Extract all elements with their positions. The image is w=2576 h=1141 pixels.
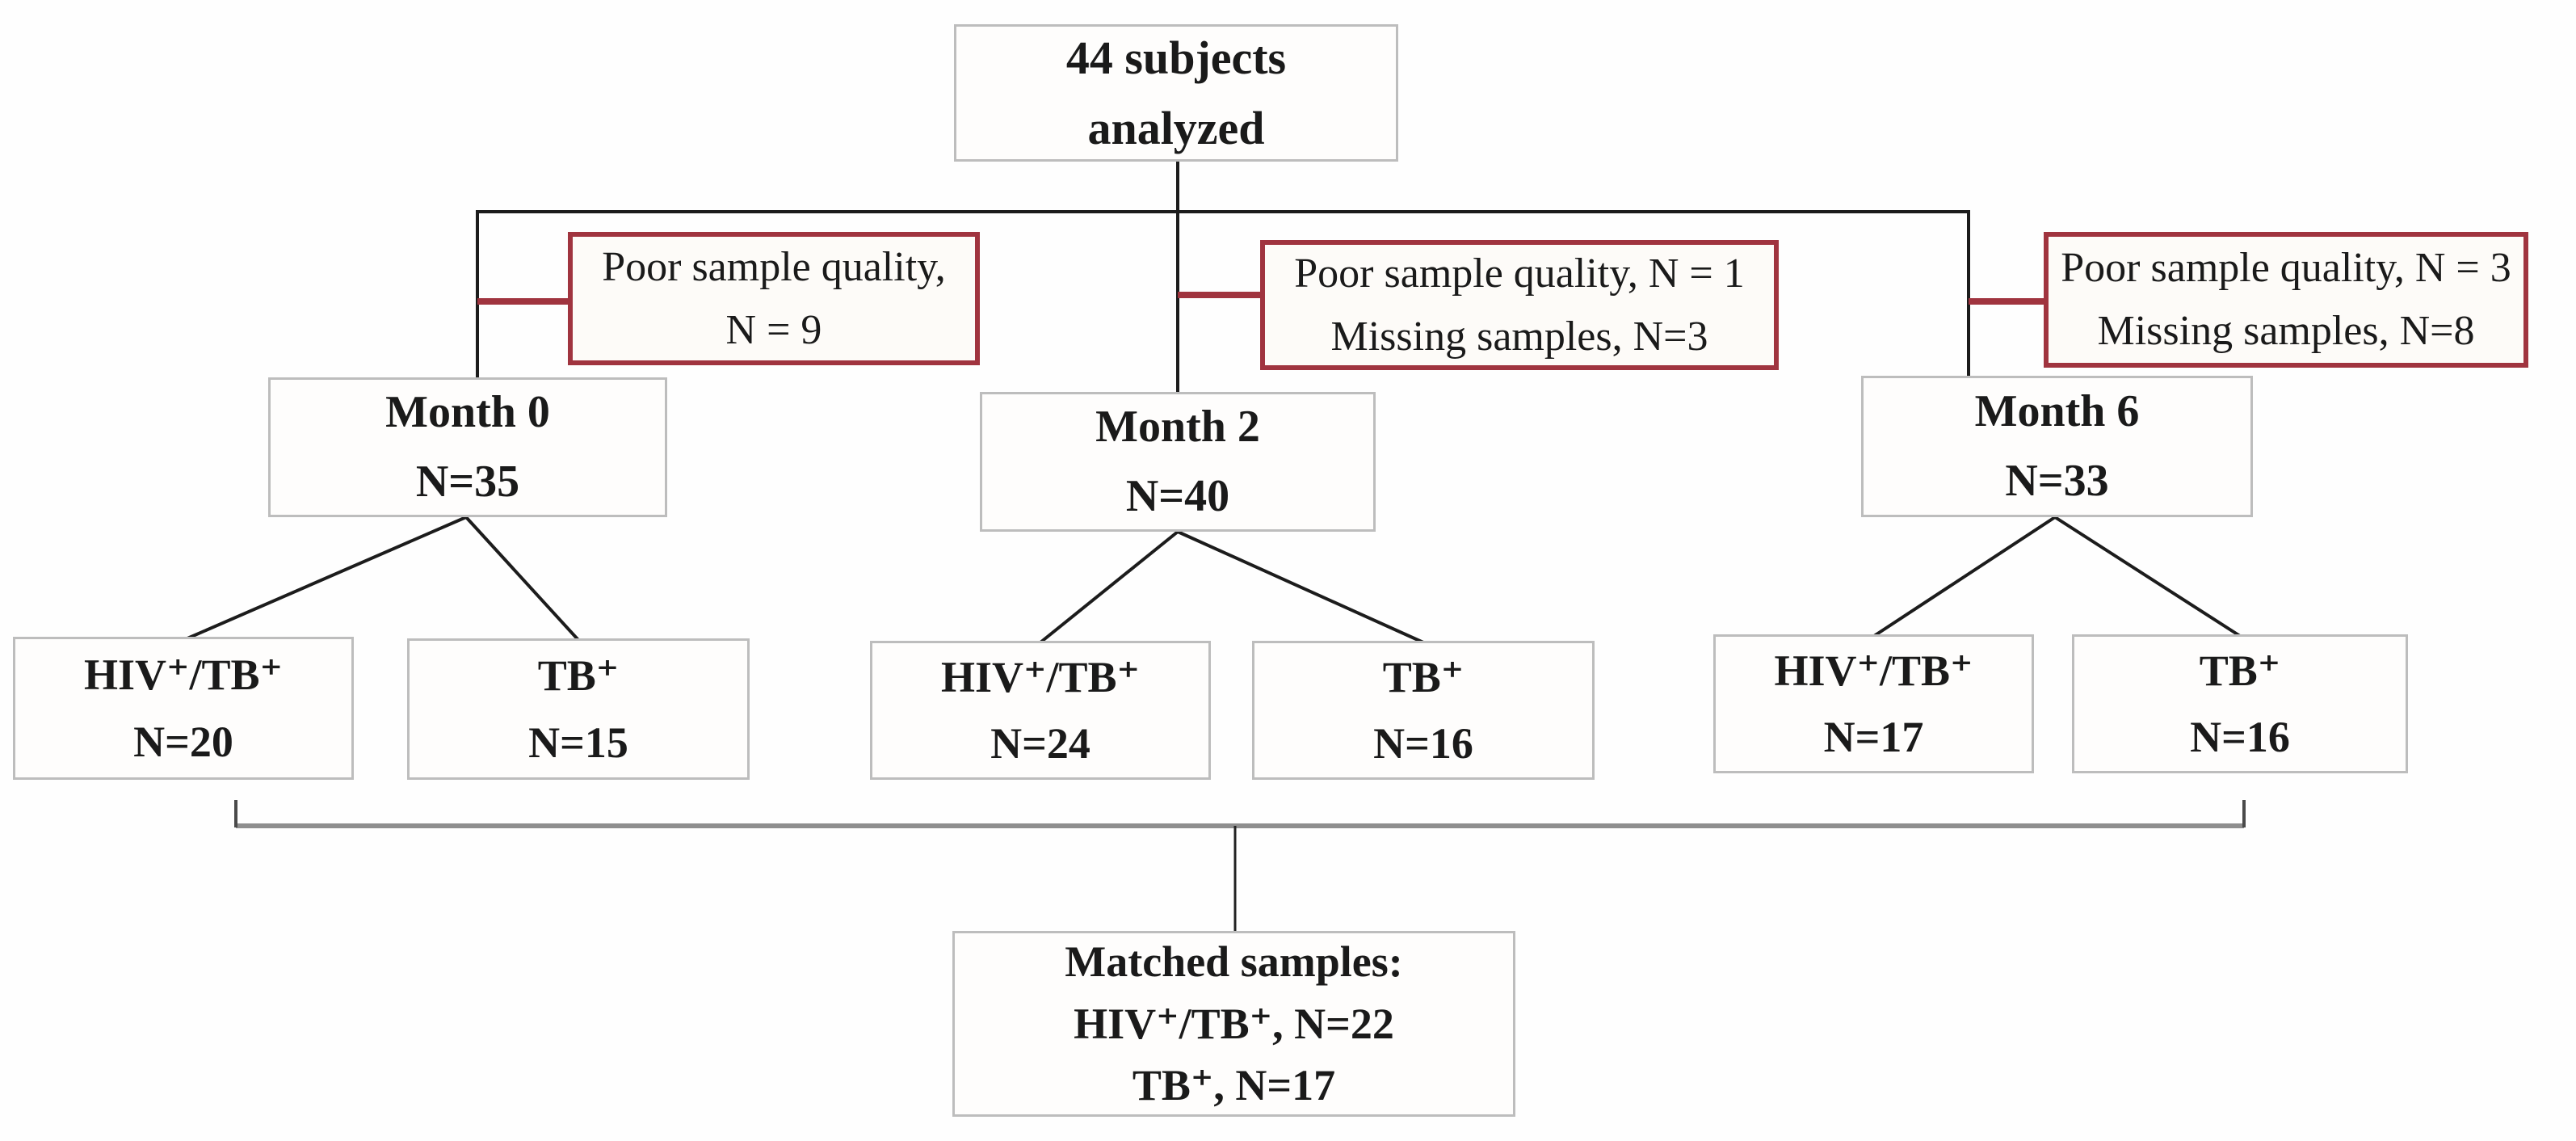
month2-tb-box: TB⁺ N=16 xyxy=(1252,641,1595,780)
month6-hivtb-box: HIV⁺/TB⁺ N=17 xyxy=(1713,634,2034,773)
exclusion-box-month0: Poor sample quality, N = 9 xyxy=(568,232,980,365)
exclusion-month2-line1: Poor sample quality, N = 1 xyxy=(1294,250,1745,297)
month2-tb-line1: TB⁺ xyxy=(1382,652,1464,701)
exclusion-month0-line1: Poor sample quality, xyxy=(602,243,946,290)
month6-box: Month 6 N=33 xyxy=(1861,376,2253,517)
month0-tb-box: TB⁺ N=15 xyxy=(407,638,750,780)
matched-samples-line1: Matched samples: xyxy=(1065,937,1403,986)
month6-tb-box: TB⁺ N=16 xyxy=(2072,634,2408,773)
exclusion-month6-line2: Missing samples, N=8 xyxy=(2097,308,2475,354)
month2-hivtb-line2: N=24 xyxy=(990,719,1090,768)
exclusion-month0-line2: N = 9 xyxy=(725,306,822,353)
month0-hivtb-box: HIV⁺/TB⁺ N=20 xyxy=(13,637,354,780)
month6-tb-line2: N=16 xyxy=(2190,713,2290,761)
total-subjects-box: 44 subjects analyzed xyxy=(954,24,1398,162)
month0-hivtb-line1: HIV⁺/TB⁺ xyxy=(83,650,284,700)
month6-line1: Month 6 xyxy=(1974,386,2140,437)
month6-line2: N=33 xyxy=(2005,455,2109,506)
month0-hivtb-line2: N=20 xyxy=(133,717,233,766)
month2-box: Month 2 N=40 xyxy=(980,392,1376,532)
month2-line1: Month 2 xyxy=(1095,402,1260,453)
month0-line2: N=35 xyxy=(415,456,520,507)
month2-tb-line2: N=16 xyxy=(1373,719,1473,768)
month2-line2: N=40 xyxy=(1125,470,1230,521)
month0-line1: Month 0 xyxy=(385,387,550,438)
total-subjects-line1: 44 subjects xyxy=(1065,32,1287,84)
matched-samples-box: Matched samples: HIV⁺/TB⁺, N=22 TB⁺, N=1… xyxy=(952,931,1515,1117)
month0-tb-line1: TB⁺ xyxy=(537,651,620,701)
month6-tb-line1: TB⁺ xyxy=(2199,646,2281,695)
month2-hivtb-box: HIV⁺/TB⁺ N=24 xyxy=(870,641,1211,780)
bracket-lines xyxy=(234,800,2246,931)
month6-hivtb-line1: HIV⁺/TB⁺ xyxy=(1774,646,1973,695)
exclusion-box-month2: Poor sample quality, N = 1 Missing sampl… xyxy=(1260,240,1779,370)
month0-box: Month 0 N=35 xyxy=(268,377,667,517)
exclusion-month2-line2: Missing samples, N=3 xyxy=(1330,313,1708,360)
tree-connector-lines xyxy=(187,162,2242,644)
matched-samples-line3: TB⁺, N=17 xyxy=(1132,1061,1336,1110)
month0-tb-line2: N=15 xyxy=(528,718,628,767)
exclusion-box-month6: Poor sample quality, N = 3 Missing sampl… xyxy=(2044,232,2528,368)
total-subjects-line2: analyzed xyxy=(1087,102,1265,154)
month2-hivtb-line1: HIV⁺/TB⁺ xyxy=(940,652,1141,701)
matched-samples-line2: HIV⁺/TB⁺, N=22 xyxy=(1074,999,1394,1048)
month6-hivtb-line2: N=17 xyxy=(1823,713,1924,761)
exclusion-month6-line1: Poor sample quality, N = 3 xyxy=(2061,245,2511,291)
exclusion-connector-lines xyxy=(477,292,2046,305)
